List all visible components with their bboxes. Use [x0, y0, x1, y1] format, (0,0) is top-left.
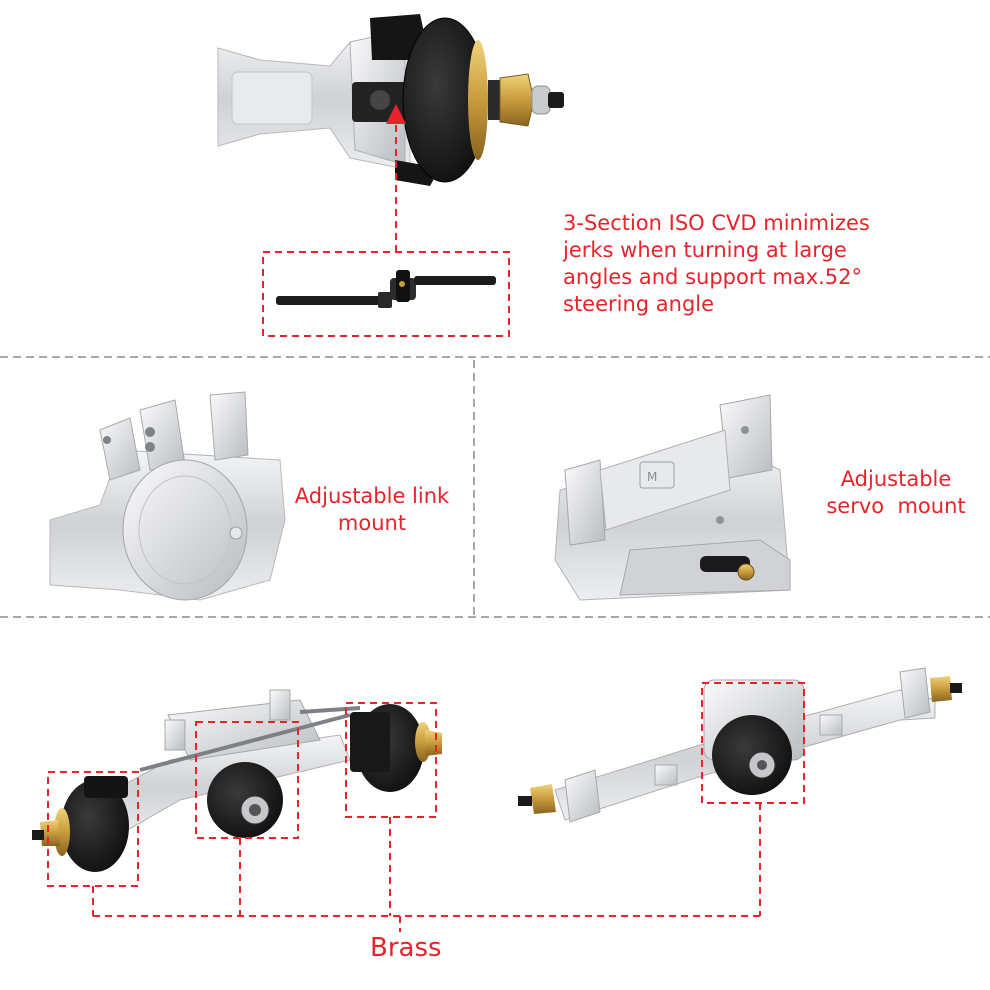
cvd-callout-line-2: jerks when turning at large	[563, 238, 847, 262]
servo-mount-line-2: servo mount	[826, 494, 966, 518]
cvd-pointer-arrow	[386, 104, 406, 252]
brass-box-rear-center	[701, 682, 805, 804]
brass-connector-lines	[92, 803, 761, 932]
knuckle-closeup-image	[217, 14, 564, 186]
link-mount-line-2: mount	[337, 511, 407, 535]
rear-axle-image	[518, 667, 962, 823]
cvd-callout-text: 3-Section ISO CVD minimizes jerks when t…	[563, 210, 870, 318]
brass-box-front-right	[345, 702, 437, 818]
brass-label: Brass	[370, 933, 442, 963]
cvd-callout-line-4: steering angle	[563, 292, 715, 316]
svg-text:M: M	[647, 470, 657, 484]
servo-mount-image: M	[554, 394, 791, 601]
front-axle-image	[32, 689, 442, 872]
link-mount-image	[49, 391, 286, 601]
cvd-callout-line-3: angles and support max.52°	[563, 265, 863, 289]
cvd-shaft-image	[276, 270, 496, 308]
link-mount-callout: Adjustable link mount	[292, 483, 452, 537]
cvd-shaft-dashed-box	[262, 251, 510, 337]
brass-box-front-left	[47, 771, 139, 887]
link-mount-line-1: Adjustable link	[294, 484, 450, 508]
cvd-callout-line-1: 3-Section ISO CVD minimizes	[563, 211, 870, 235]
brass-box-front-center	[195, 721, 299, 839]
servo-mount-line-1: Adjustable	[840, 467, 952, 491]
servo-mount-callout: Adjustable servo mount	[822, 466, 970, 520]
